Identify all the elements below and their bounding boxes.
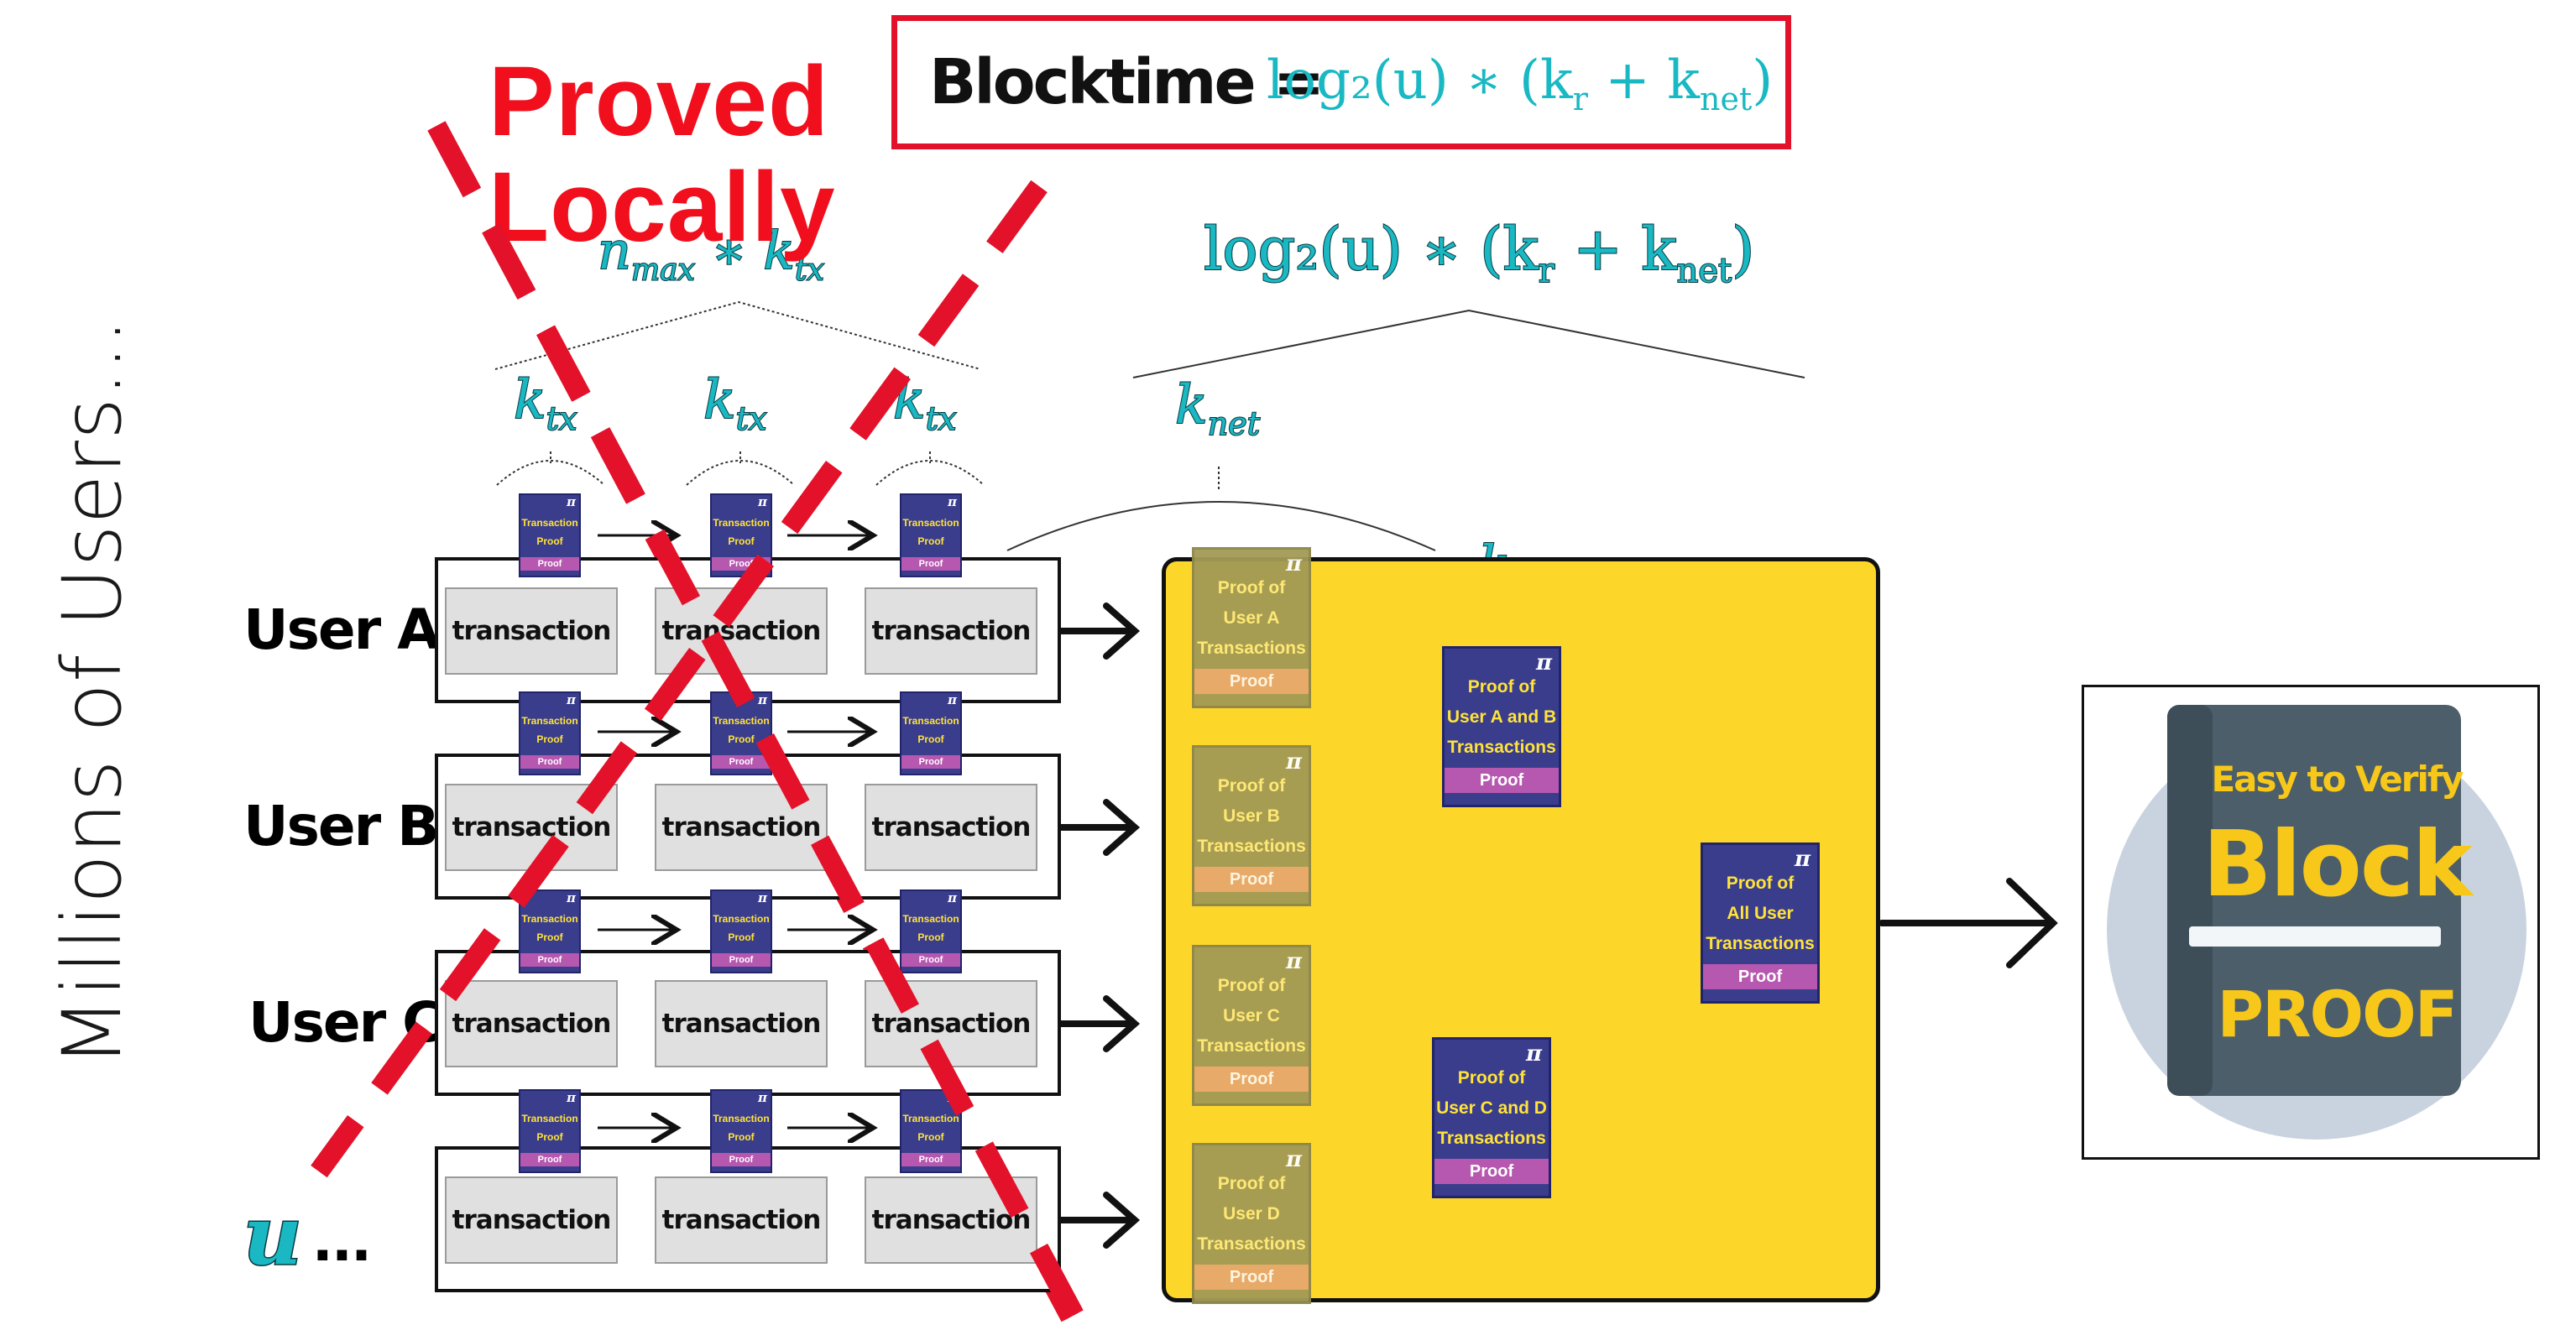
transaction-box: transaction <box>445 1176 618 1264</box>
knet-label-1: knet <box>1174 373 1261 443</box>
user-u-label: u... <box>243 1185 373 1285</box>
transaction-box: transaction <box>655 1176 828 1264</box>
user-a-label: User A <box>243 597 440 662</box>
ellipsis: ... <box>311 1209 372 1274</box>
user-b-label: User B <box>243 794 439 858</box>
transaction-box: transaction <box>865 587 1037 675</box>
transaction-box: transaction <box>655 980 828 1067</box>
ktx-label-2: ktx <box>703 368 767 438</box>
blocktime-formula-box: Blocktime = log₂(u) ∗ (kr + knet) <box>891 15 1791 149</box>
transaction-box: transaction <box>445 980 618 1067</box>
u-symbol: u <box>243 1187 304 1285</box>
locally-text: Locally <box>489 152 836 263</box>
block-text: Block <box>2202 812 2472 917</box>
final-arrow <box>1878 878 2058 968</box>
proof-text: PROOF <box>2217 977 2458 1051</box>
blocktime-equation: log₂(u) ∗ (kr + knet) <box>1267 50 1774 117</box>
transaction-box: transaction <box>865 1176 1037 1264</box>
easy-to-verify-text: Easy to Verify <box>2211 759 2464 800</box>
proved-text: Proved <box>489 46 830 157</box>
proved-locally-overlay: Proved Locally <box>489 49 891 260</box>
nmax-ktx-label: nmax ∗ ktx <box>597 219 825 288</box>
blocktime-label: Blocktime = <box>929 46 1325 118</box>
ktx-label-1: ktx <box>513 368 577 438</box>
ktx-label-3: ktx <box>892 368 957 438</box>
transaction-box: transaction <box>865 784 1037 871</box>
transaction-box: transaction <box>445 587 618 675</box>
aggregation-formula: log₂(u) ∗ (kr + knet) <box>1203 214 1755 291</box>
